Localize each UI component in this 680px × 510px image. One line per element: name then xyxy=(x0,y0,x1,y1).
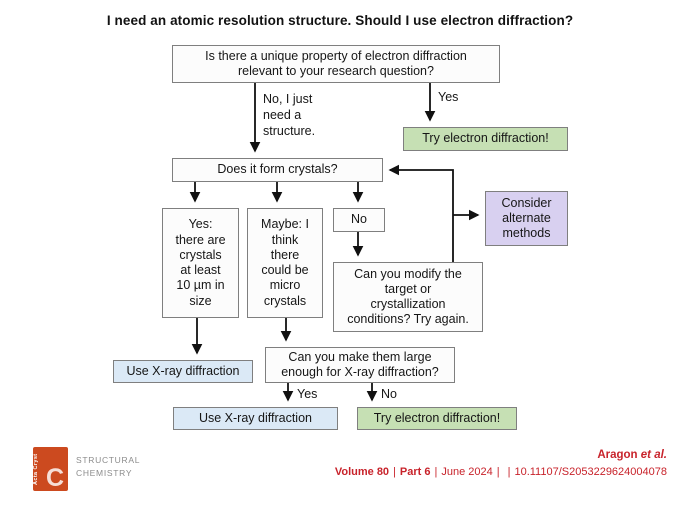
acta-cryst-logo-letter: C xyxy=(45,464,64,492)
acta-cryst-logo: Acta Cryst C xyxy=(33,447,68,492)
date-label: June 2024 xyxy=(441,466,493,478)
edge-label-yes-bottom: Yes xyxy=(297,387,318,401)
flow-connectors xyxy=(189,83,480,402)
node-make-large-enough: Can you make them large enough for X-ray… xyxy=(265,347,455,383)
node-unique-property: Is there a unique property of electron d… xyxy=(172,45,500,83)
node-yes-crystals: Yes: there are crystals at least 10 µm i… xyxy=(162,208,239,318)
edge-label-yes-top: Yes xyxy=(438,90,459,104)
separator: | xyxy=(393,466,396,478)
node-modify-target: Can you modify the target or crystalliza… xyxy=(333,262,483,332)
node-no-crystals: No xyxy=(333,208,385,232)
journal-name-line2: CHEMISTRY xyxy=(76,468,133,478)
separator: | xyxy=(507,466,511,478)
publication-line: Volume 80|Part 6|June 2024||10.11107/S20… xyxy=(335,466,667,478)
page-title: I need an atomic resolution structure. S… xyxy=(106,13,574,28)
node-consider-alternate-methods: Consider alternate methods xyxy=(485,191,568,246)
separator: | xyxy=(434,466,438,478)
node-try-electron-diffraction-top: Try electron diffraction! xyxy=(403,127,568,151)
authors-etal: et al. xyxy=(640,449,667,461)
journal-name-line1: STRUCTURAL xyxy=(76,455,141,465)
node-try-electron-diffraction-bottom: Try electron diffraction! xyxy=(357,407,517,430)
separator: | xyxy=(496,466,500,478)
journal-name: STRUCTURAL CHEMISTRY xyxy=(76,454,140,480)
article-authors: Aragon et al. xyxy=(597,449,667,461)
part-label: Part 6 xyxy=(399,466,431,478)
node-use-xray-diffraction-left: Use X-ray diffraction xyxy=(113,360,253,383)
volume-label: Volume 80 xyxy=(334,466,390,478)
edge-label-no-bottom: No xyxy=(381,387,397,401)
authors-name: Aragon xyxy=(597,449,641,461)
node-maybe-microcrystals: Maybe: I think there could be micro crys… xyxy=(247,208,323,318)
node-does-it-form-crystals: Does it form crystals? xyxy=(172,158,383,182)
acta-cryst-logo-vertical-text: Acta Cryst xyxy=(33,453,39,485)
edge-modify-feedback xyxy=(388,164,454,262)
node-use-xray-diffraction-bottom: Use X-ray diffraction xyxy=(173,407,338,430)
edge-label-no-just-structure: No, I just need a structure. xyxy=(263,92,316,138)
doi-label: 10.11107/S2053229624004078 xyxy=(514,466,667,478)
